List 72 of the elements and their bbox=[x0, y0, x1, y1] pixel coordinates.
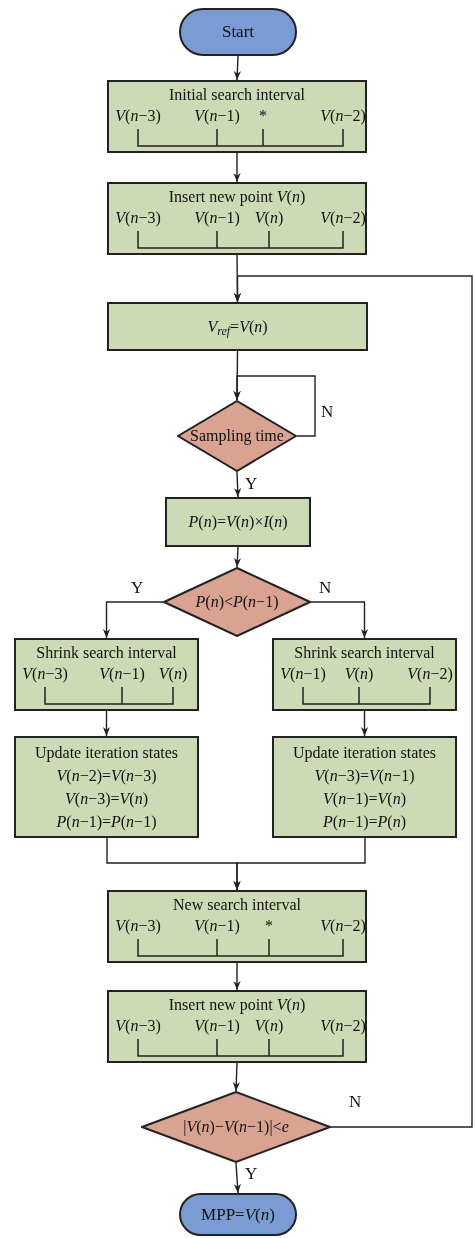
flow-arrow bbox=[233, 546, 242, 568]
flow-arrow bbox=[233, 275, 473, 1128]
decision-diamond bbox=[141, 1091, 331, 1163]
interval-point-label: V(n−1) bbox=[194, 208, 240, 228]
process-box bbox=[107, 80, 367, 153]
process-box bbox=[14, 736, 199, 838]
node-text: P(n)<P(n−1) bbox=[195, 592, 279, 612]
node-text: V$_{ref}$=V(n) bbox=[207, 316, 268, 337]
formula-text: P(n−1)=P(n−1) bbox=[56, 812, 157, 833]
formula-text: V(n−1)=V(n) bbox=[323, 789, 406, 810]
formula-text: V(n−3)=V(n−1) bbox=[314, 766, 415, 787]
process-box bbox=[107, 890, 367, 963]
interval-point-label: * bbox=[259, 106, 267, 126]
flow-arrow bbox=[310, 601, 369, 639]
process-box bbox=[107, 182, 367, 255]
interval-point-label: * bbox=[265, 916, 273, 936]
flow-arrow bbox=[102, 601, 164, 639]
decision-diamond bbox=[177, 400, 297, 472]
interval-point-label: V(n−2) bbox=[320, 106, 366, 126]
step-title: Insert new point V(n) bbox=[167, 187, 307, 207]
step-title: New search interval bbox=[172, 895, 302, 915]
interval-point-label: V(n−1) bbox=[194, 106, 240, 126]
node-text: |V(n)−V(n−1)|<e bbox=[183, 1117, 289, 1137]
node-text: Sampling time bbox=[190, 426, 284, 446]
flow-arrow bbox=[233, 962, 241, 991]
interval-point-label: V(n−3) bbox=[22, 664, 68, 684]
step-title: Shrink search interval bbox=[35, 643, 178, 663]
interval-point-label: V(n−1) bbox=[194, 916, 240, 936]
step-title: Update iteration states bbox=[34, 743, 179, 764]
formula-text: V(n−3)=V(n) bbox=[65, 789, 148, 810]
interval-point-label: V(n−2) bbox=[320, 916, 366, 936]
terminal-box bbox=[179, 1193, 297, 1236]
flow-arrow bbox=[233, 152, 241, 183]
flow-arrow bbox=[233, 1162, 241, 1194]
interval-point-label: V(n−1) bbox=[194, 1016, 240, 1036]
formula-text: P(n−1)=P(n) bbox=[323, 812, 406, 833]
interval-point-label: V(n−3) bbox=[115, 1016, 161, 1036]
node-text: MPP=V(n) bbox=[201, 1204, 275, 1225]
process-box bbox=[165, 497, 311, 547]
process-box bbox=[272, 736, 457, 838]
step-title: Update iteration states bbox=[292, 743, 437, 764]
flow-arrow bbox=[233, 375, 316, 437]
step-title: Initial search interval bbox=[168, 85, 306, 105]
flow-arrow bbox=[360, 710, 369, 737]
flow-arrow bbox=[233, 837, 366, 891]
interval-point-label: V(n−2) bbox=[320, 1016, 366, 1036]
formula-text: V(n−2)=V(n−3) bbox=[56, 766, 157, 787]
interval-point-label: V(n−3) bbox=[115, 106, 161, 126]
step-title: Shrink search interval bbox=[293, 643, 436, 663]
interval-point-label: V(n−3) bbox=[115, 208, 161, 228]
terminal-box bbox=[179, 8, 297, 56]
process-box bbox=[107, 302, 368, 351]
interval-point-label: V(n−3) bbox=[115, 916, 161, 936]
process-box bbox=[107, 990, 367, 1063]
node-text: Start bbox=[221, 22, 255, 42]
interval-point-label: V(n) bbox=[158, 664, 188, 684]
process-box bbox=[272, 638, 457, 711]
flow-arrow bbox=[102, 710, 111, 737]
interval-point-label: V(n) bbox=[254, 208, 284, 228]
interval-point-label: V(n) bbox=[254, 1016, 284, 1036]
interval-point-label: V(n−2) bbox=[320, 208, 366, 228]
process-box bbox=[14, 638, 199, 711]
interval-point-label: V(n−2) bbox=[407, 664, 453, 684]
node-text: P(n)=V(n)×I(n) bbox=[188, 512, 288, 532]
flow-arrow bbox=[234, 471, 242, 498]
decision-diamond bbox=[163, 567, 311, 637]
interval-point-label: V(n) bbox=[344, 664, 374, 684]
flow-arrow bbox=[233, 55, 241, 81]
flow-arrow bbox=[232, 1062, 240, 1092]
interval-point-label: V(n−1) bbox=[280, 664, 326, 684]
step-title: Insert new point V(n) bbox=[167, 995, 307, 1015]
interval-point-label: V(n−1) bbox=[99, 664, 145, 684]
